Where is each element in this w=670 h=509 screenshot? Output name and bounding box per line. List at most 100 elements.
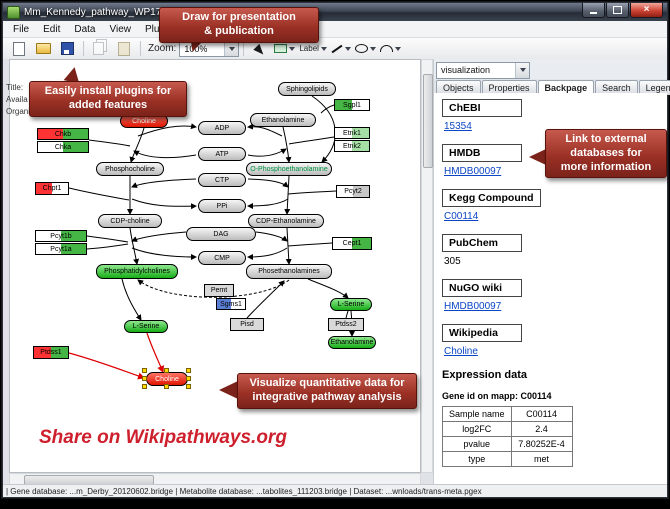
selection-handle[interactable] xyxy=(164,368,169,373)
pathway-node-cdp-choline[interactable]: CDP-choline xyxy=(98,214,162,228)
pathway-node-l-serine-left[interactable]: L-Serine xyxy=(124,320,168,333)
info-title-label: Title: xyxy=(6,83,24,92)
shape-tool-button[interactable] xyxy=(354,39,377,59)
pathway-node-chkb[interactable]: Chkb xyxy=(37,128,89,140)
minimize-button[interactable] xyxy=(582,3,605,18)
line-tool-button[interactable] xyxy=(330,39,352,59)
pathway-node-cept1[interactable]: Cept1 xyxy=(332,237,372,250)
pathway-node-ptdss2[interactable]: Ptdss2 xyxy=(328,318,364,331)
zoom-select[interactable]: 100% xyxy=(179,40,240,57)
app-window: Mm_Kennedy_pathway_WP1771_45176.gp... × … xyxy=(2,2,670,498)
pathway-node-pcyt2[interactable]: Pcyt2 xyxy=(336,185,370,198)
pathway-node-pisd[interactable]: Pisd xyxy=(230,318,264,331)
save-button[interactable] xyxy=(56,39,78,59)
table-cell: C00114 xyxy=(510,406,573,422)
selection-handle[interactable] xyxy=(186,368,191,373)
maximize-button[interactable] xyxy=(606,3,629,18)
zoom-label: Zoom: xyxy=(148,43,177,54)
visualization-dropdown-icon[interactable] xyxy=(515,62,529,78)
pathway-node-pcyt1a[interactable]: Pcyt1a xyxy=(35,243,87,255)
tab-backpage[interactable]: Backpage xyxy=(537,80,595,96)
selection-handle[interactable] xyxy=(142,384,147,389)
zoom-dropdown-icon[interactable] xyxy=(224,41,239,56)
close-button[interactable]: × xyxy=(630,3,663,18)
paste-button[interactable] xyxy=(113,39,135,59)
menu-item-edit[interactable]: Edit xyxy=(43,23,61,35)
new-icon xyxy=(13,41,25,56)
vertical-scrollbar[interactable] xyxy=(421,59,433,473)
selection-handle[interactable] xyxy=(186,376,191,381)
menu-item-file[interactable]: File xyxy=(13,23,30,35)
copy-icon xyxy=(93,42,104,55)
toolbar-separator xyxy=(243,41,245,56)
pathway-node-adp[interactable]: ADP xyxy=(198,121,246,135)
open-button[interactable] xyxy=(32,39,54,59)
pathway-node-chpt1[interactable]: Chpt1 xyxy=(35,182,69,195)
tab-legend[interactable]: Legend xyxy=(638,80,670,95)
arc-tool-icon xyxy=(379,45,393,52)
selection-handle[interactable] xyxy=(142,376,147,381)
pathway-node-ptdss1[interactable]: Ptdss1 xyxy=(33,346,69,359)
new-button[interactable] xyxy=(8,39,30,59)
selection-handle[interactable] xyxy=(186,384,191,389)
pathway-node-dag[interactable]: DAG xyxy=(186,227,256,241)
callout-link-pointer-icon xyxy=(529,149,546,165)
pathway-node-cmp[interactable]: CMP xyxy=(198,251,246,265)
selection-handle[interactable] xyxy=(164,384,169,389)
selection-handle[interactable] xyxy=(142,368,147,373)
pathway-node-cdp-ethanolamine[interactable]: CDP-Ethanolamine xyxy=(248,214,324,228)
pathway-node-sgms1[interactable]: Sgms1 xyxy=(216,298,246,310)
datanode-tool-button[interactable] xyxy=(273,39,296,59)
info-availability-label: Availa xyxy=(6,95,28,104)
section-link-kegg-compound[interactable]: C00114 xyxy=(444,211,479,222)
select-tool-icon xyxy=(253,42,268,55)
pathway-node-phosphocholine[interactable]: Phosphocholine xyxy=(96,162,164,176)
vertical-scrollbar-thumb[interactable] xyxy=(423,74,433,168)
section-link-nugo-wiki[interactable]: HMDB00097 xyxy=(444,301,502,312)
pathway-node-sgpl1[interactable]: Sgpl1 xyxy=(334,99,370,111)
share-wikipathways-text: Share on Wikipathways.org xyxy=(39,427,287,448)
arc-tool-button[interactable] xyxy=(379,39,402,59)
section-value-pubchem: 305 xyxy=(444,256,461,267)
pathway-node-pcyt1b[interactable]: Pcyt1b xyxy=(35,230,87,242)
menu-item-view[interactable]: View xyxy=(109,23,131,35)
chevron-down-icon xyxy=(228,46,235,51)
pathway-node-etnk1[interactable]: Etnk1 xyxy=(334,127,370,139)
copy-button[interactable] xyxy=(89,39,111,59)
chevron-down-icon xyxy=(344,46,351,51)
menu-item-data[interactable]: Data xyxy=(74,23,96,35)
pathway-edges xyxy=(68,95,355,380)
table-cell: 7.80252E-4 xyxy=(510,436,573,452)
status-bar: | Gene database: ...m_Derby_20120602.bri… xyxy=(3,484,667,497)
pathway-node-ctp[interactable]: CTP xyxy=(198,173,246,187)
pathway-node-atp[interactable]: ATP xyxy=(198,147,246,161)
save-icon xyxy=(60,42,74,55)
pathway-node-phosphatidylethanolamines[interactable]: Phosethanolamines xyxy=(246,264,332,279)
close-icon: × xyxy=(643,4,650,15)
visualization-select[interactable]: visualization xyxy=(436,61,530,79)
pathway-node-o-phosphoethanolamine[interactable]: O-Phosphoethanolamine xyxy=(246,162,332,176)
section-link-hmdb[interactable]: HMDB00097 xyxy=(444,166,502,177)
pathway-node-sphingolipids[interactable]: Sphingolipids xyxy=(278,82,336,96)
info-organism-label: Organi xyxy=(6,107,31,116)
pathway-node-ethanolamine-top[interactable]: Ethanolamine xyxy=(250,113,316,127)
pathway-node-phosphatidylcholines[interactable]: Phosphatidylcholines xyxy=(96,264,178,279)
pathway-node-ppi[interactable]: PPi xyxy=(198,199,246,213)
pathway-node-etnk2[interactable]: Etnk2 xyxy=(334,140,370,152)
section-link-chebi[interactable]: 15354 xyxy=(444,121,472,132)
title-bar: Mm_Kennedy_pathway_WP1771_45176.gp... × xyxy=(3,3,667,21)
tab-properties[interactable]: Properties xyxy=(481,80,537,95)
pathway-node-pemt[interactable]: Pemt xyxy=(204,284,234,297)
pathway-node-l-serine-right[interactable]: L-Serine xyxy=(330,298,372,311)
pathway-node-ethanolamine-bottom[interactable]: Ethanolamine xyxy=(328,336,376,349)
section-link-wikipedia[interactable]: Choline xyxy=(444,346,478,357)
table-cell: Sample name xyxy=(442,406,512,422)
tab-objects[interactable]: Objects xyxy=(436,80,481,95)
section-header-kegg-compound: Kegg Compound xyxy=(442,189,541,207)
tab-search[interactable]: Search xyxy=(595,80,638,95)
pathway-node-chka[interactable]: Chka xyxy=(37,141,89,153)
label-tool-button[interactable]: Label xyxy=(298,39,328,59)
